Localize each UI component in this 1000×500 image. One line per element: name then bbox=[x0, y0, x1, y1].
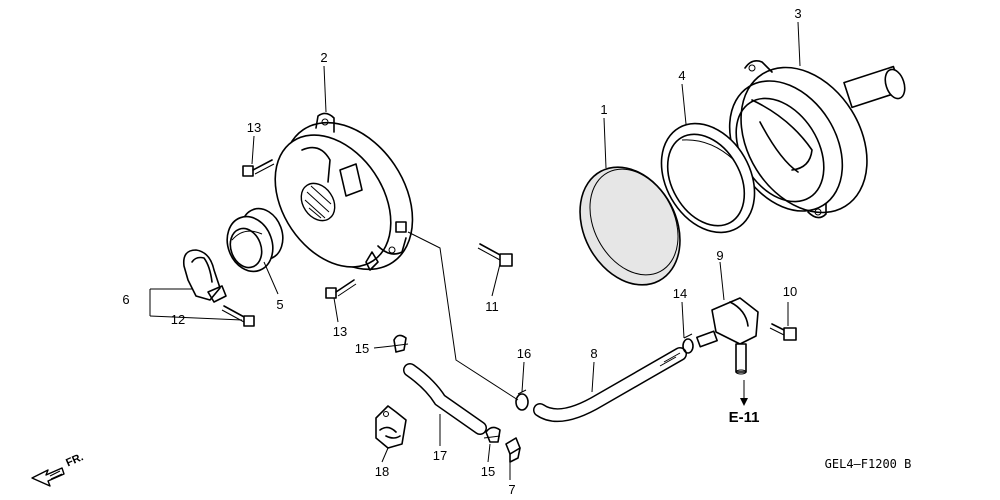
callout-8: 8 bbox=[590, 346, 597, 361]
reference-label: E-11 bbox=[729, 409, 760, 426]
callout-13-upper: 13 bbox=[247, 120, 261, 135]
part-2-cover bbox=[274, 112, 414, 271]
part-14-hose-clip bbox=[682, 333, 694, 354]
callout-16: 16 bbox=[517, 346, 531, 361]
callout-18: 18 bbox=[375, 464, 389, 479]
callout-7: 7 bbox=[508, 482, 515, 497]
part-8-breather-tube bbox=[533, 347, 687, 423]
callout-6: 6 bbox=[122, 292, 129, 307]
part-13-lower-screw bbox=[325, 279, 357, 299]
callout-4: 4 bbox=[678, 68, 685, 83]
callout-14: 14 bbox=[673, 286, 687, 301]
front-direction-arrow-icon bbox=[31, 467, 65, 487]
callout-3: 3 bbox=[794, 6, 801, 21]
part-6-band-clamp bbox=[182, 249, 227, 303]
part-5-connecting-tube bbox=[226, 207, 284, 273]
callout-9: 9 bbox=[716, 248, 723, 263]
callout-15-lower: 15 bbox=[481, 464, 495, 479]
callout-15-upper: 15 bbox=[355, 341, 369, 356]
part-3-air-cleaner-case bbox=[728, 60, 906, 219]
diagram-code: GEL4–F1200 B bbox=[825, 457, 912, 471]
part-1-filter-element bbox=[579, 166, 681, 286]
part-9-drain-joint bbox=[696, 297, 759, 406]
part-11-bolt bbox=[477, 243, 513, 267]
front-direction-label: FR. bbox=[64, 451, 85, 469]
callout-17: 17 bbox=[433, 448, 447, 463]
callout-13-lower: 13 bbox=[333, 324, 347, 339]
part-15-upper-clip bbox=[391, 334, 409, 353]
callout-2: 2 bbox=[320, 50, 327, 65]
part-15-lower-clip bbox=[483, 426, 501, 443]
callout-1: 1 bbox=[600, 102, 607, 117]
part-18-tube-clip bbox=[375, 405, 407, 449]
callout-11: 11 bbox=[485, 299, 499, 314]
callout-numbers: 3 4 1 2 13 5 6 12 13 15 11 9 10 14 8 16 … bbox=[122, 6, 801, 497]
callout-10: 10 bbox=[783, 284, 797, 299]
part-4-seal-ring bbox=[660, 122, 756, 234]
part-10-bolt bbox=[769, 323, 797, 341]
part-12-clamp-screw bbox=[221, 305, 255, 327]
part-7-drain-plug bbox=[505, 437, 521, 463]
callout-12: 12 bbox=[171, 312, 185, 327]
callout-5: 5 bbox=[276, 297, 283, 312]
part-13-upper-screw bbox=[242, 159, 275, 177]
leader-lines bbox=[149, 21, 801, 480]
part-17-drain-tube bbox=[403, 363, 487, 435]
